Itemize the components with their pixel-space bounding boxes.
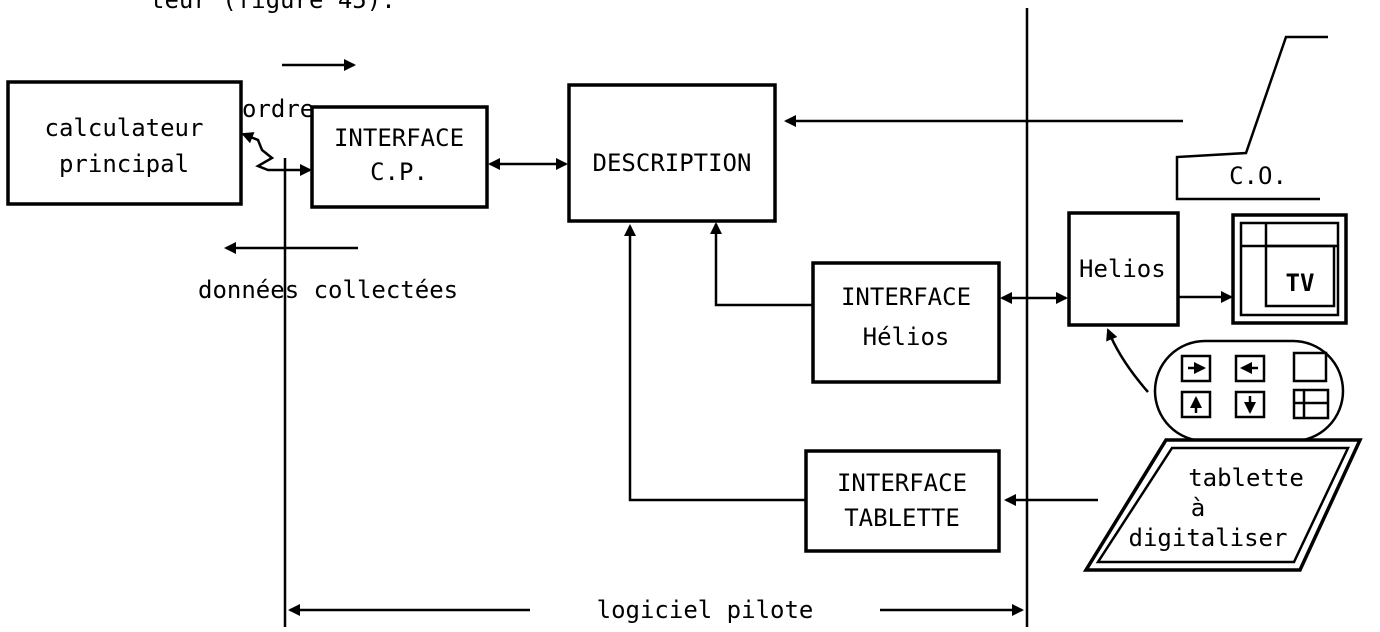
up-arrow-key-icon — [1180, 390, 1212, 419]
main-computer-label-1: calculateur — [45, 114, 204, 142]
ordre-label: ordre — [242, 95, 314, 123]
right-arrow-key-icon — [1180, 354, 1212, 383]
keypad — [1153, 339, 1345, 443]
blank-key-icon — [1292, 351, 1328, 383]
interface-helios-box: INTERFACE Hélios — [811, 261, 1001, 384]
description-label: DESCRIPTION — [593, 149, 752, 177]
tablet-device: tablette à digitaliser — [1082, 438, 1363, 572]
interface-helios-label-2: Hélios — [863, 323, 950, 351]
left-arrow-key-icon — [1234, 354, 1266, 383]
tablette-to-description-arrow — [624, 224, 806, 502]
down-arrow-key-icon — [1234, 390, 1266, 419]
grid-key-icon — [1292, 388, 1330, 420]
helios-box: Helios — [1067, 211, 1180, 327]
caption-fragment: teur (figure 45). — [150, 0, 396, 14]
interface-helios-label-1: INTERFACE — [841, 283, 971, 311]
tv-label: TV — [1286, 269, 1315, 297]
main-to-interface-connector — [241, 132, 312, 176]
helios-label: Helios — [1079, 255, 1166, 283]
interface-tablette-label-1: INTERFACE — [837, 469, 967, 497]
tv-screen: TV — [1231, 213, 1348, 325]
keypad-to-helios-arrow — [1106, 328, 1149, 393]
logiciel-label: logiciel pilote — [597, 596, 814, 624]
main-computer-label-2: principal — [59, 150, 189, 178]
description-box: DESCRIPTION — [567, 83, 777, 223]
console-co: C.O. — [1175, 35, 1328, 201]
tablet-label-1: tablette — [1188, 464, 1304, 492]
console-label: C.O. — [1229, 162, 1287, 190]
interface-cp-label-1: INTERFACE — [334, 124, 464, 152]
interface-tablette-box: INTERFACE TABLETTE — [804, 449, 1001, 553]
donnees-label: données collectées — [198, 276, 458, 304]
main-computer-box: calculateur principal — [6, 80, 243, 206]
interface-cp-label-2: C.P. — [370, 158, 428, 186]
interface-tablette-label-2: TABLETTE — [844, 504, 960, 532]
interface-cp-box: INTERFACE C.P. — [310, 105, 489, 209]
tablet-label-2: à — [1191, 494, 1205, 522]
tablet-label-3: digitaliser — [1129, 524, 1288, 552]
helios-to-description-arrow — [710, 222, 813, 307]
